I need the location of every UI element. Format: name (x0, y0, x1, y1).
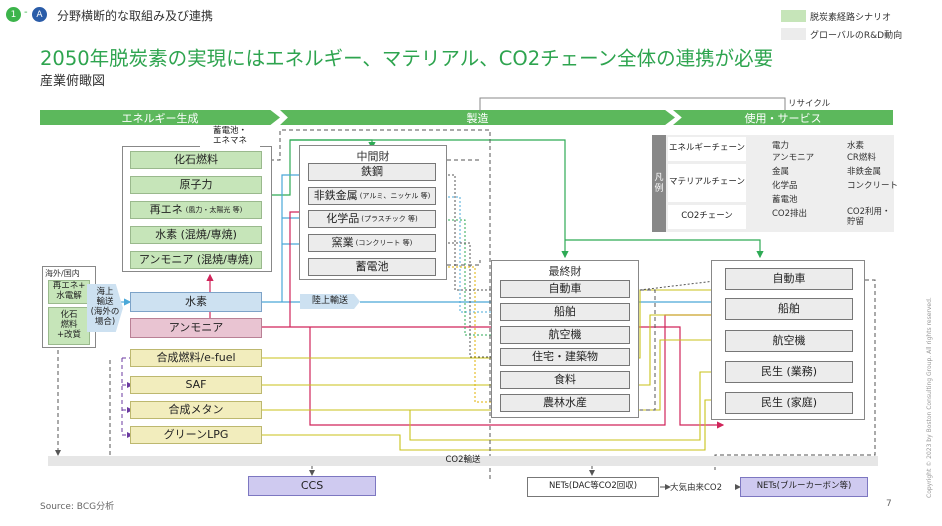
legend-row-co2: CO2チェーン (668, 205, 746, 229)
intermediate-chemicals: 化学品(プラスチック 等) (308, 210, 436, 228)
energy-item-renewable: 再エネ(風力・太陽光 等) (130, 201, 262, 219)
intermediate-nonferrous: 非鉄金属(アルミ、ニッケル 等) (308, 187, 436, 205)
scenario-legend-label: 脱炭素経路シナリオ (810, 13, 892, 23)
legend-ammonia: アンモニア (772, 153, 815, 163)
use-auto: 自動車 (725, 268, 853, 290)
use-commercial: 民生 (業務) (725, 361, 853, 383)
legend-concrete: コンクリート (847, 181, 899, 191)
copyright: Copyright © 2023 by Boston Consulting Gr… (926, 297, 933, 498)
band-use: 使用・サービス (673, 110, 893, 125)
nonferrous-note: (アルミ、ニッケル 等) (359, 191, 431, 200)
ceramics-label: 窯業 (331, 235, 354, 249)
chemicals-label: 化学品 (326, 211, 360, 225)
page-title: 2050年脱炭素の実現にはエネルギー、マテリアル、CO2チェーン全体の連携が必要 (40, 47, 774, 70)
final-housing: 住宅・建築物 (500, 348, 630, 366)
step-badge-a: A (32, 7, 47, 22)
legend-hanrei: 凡 例 (652, 135, 666, 232)
legend-chemicals: 化学品 (772, 181, 798, 191)
energy-item-ammonia: アンモニア (混焼/専焼) (130, 251, 262, 269)
final-title: 最終財 (548, 265, 582, 278)
fuel-green-lpg: グリーンLPG (130, 426, 262, 444)
intermediate-title: 中間財 (356, 150, 390, 163)
use-ship: 船舶 (725, 298, 853, 320)
section-label: 分野横断的な取組み及び連携 (57, 9, 214, 23)
final-ship: 船舶 (500, 303, 630, 321)
final-auto: 自動車 (500, 280, 630, 298)
renewable-note: (風力・太陽光 等) (185, 205, 243, 214)
step-badge-1: 1 (6, 7, 21, 22)
energy-item-nuclear: 原子力 (130, 176, 262, 194)
intermediate-ceramics: 窯業(コンクリート 等) (308, 234, 436, 252)
legend-row-energy: エネルギーチェーン (668, 137, 746, 161)
land-transport: 陸上輸送 (300, 294, 360, 309)
nets-dac-box: NETs(DAC等CO2回収) (527, 477, 659, 497)
energy-item-fossil: 化石燃料 (130, 151, 262, 169)
chemicals-note: (プラスチック 等) (361, 214, 418, 223)
nets-bluecarbon-box: NETs(ブルーカーボン等) (740, 477, 868, 497)
overseas-electrolysis: 再エネ+ 水電解 (48, 280, 90, 304)
final-agri: 農林水産 (500, 394, 630, 412)
carrier-ammonia: アンモニア (130, 318, 262, 338)
legend-metal: 金属 (772, 167, 790, 177)
overseas-fossil-reform: 化石 燃料 +改質 (48, 307, 90, 345)
page-number: 7 (886, 499, 892, 509)
band-energy: エネルギー生成 (40, 110, 280, 125)
legend-nonferrous: 非鉄金属 (847, 167, 882, 177)
energy-item-hydrogen: 水素 (混焼/専焼) (130, 226, 262, 244)
fuel-synthetic-methane: 合成メタン (130, 401, 262, 419)
storage-label: 蓄電池・ エネマネ (200, 126, 260, 148)
scenario-swatch (781, 10, 806, 22)
intermediate-steel: 鉄鋼 (308, 163, 436, 181)
rnd-legend-label: グローバルのR&D動向 (810, 31, 903, 41)
fuel-saf: SAF (130, 376, 262, 394)
ccs-box: CCS (248, 476, 376, 496)
carrier-hydrogen: 水素 (130, 292, 262, 312)
fuel-efuel: 合成燃料/e-fuel (130, 349, 262, 367)
final-aircraft: 航空機 (500, 326, 630, 344)
legend-cr-fuel: CR燃料 (847, 153, 876, 163)
renewable-label: 再エネ (149, 202, 183, 216)
air-co2-label: 大気由来CO2 (670, 483, 723, 493)
final-food: 食料 (500, 371, 630, 389)
overseas-title: 海外/国内 (45, 269, 80, 278)
nonferrous-label: 非鉄金属 (313, 188, 358, 202)
use-household: 民生 (家庭) (725, 392, 853, 414)
legend-row-material: マテリアルチェーン (668, 164, 746, 202)
use-aircraft: 航空機 (725, 330, 853, 352)
legend-battery: 蓄電池 (772, 195, 798, 205)
legend-hydrogen: 水素 (847, 141, 865, 151)
legend-co2-emission: CO2排出 (772, 209, 808, 219)
page-subtitle: 産業俯瞰図 (40, 74, 106, 89)
ceramics-note: (コンクリート 等) (355, 238, 413, 247)
rnd-swatch (781, 28, 806, 40)
step-dash: - (24, 7, 28, 18)
legend-power: 電力 (772, 141, 790, 151)
legend-co2-use: CO2利用・ 貯留 (847, 207, 891, 228)
band-manufacturing: 製造 (280, 110, 675, 125)
source-note: Source: BCG分析 (40, 502, 115, 512)
intermediate-battery: 蓄電池 (308, 258, 436, 276)
co2-transport-bar: CO2輸送 (48, 455, 878, 466)
overseas-shipping: 海上 輸送 (海外の 場合) (87, 284, 123, 332)
recycle-label: リサイクル (788, 99, 831, 109)
